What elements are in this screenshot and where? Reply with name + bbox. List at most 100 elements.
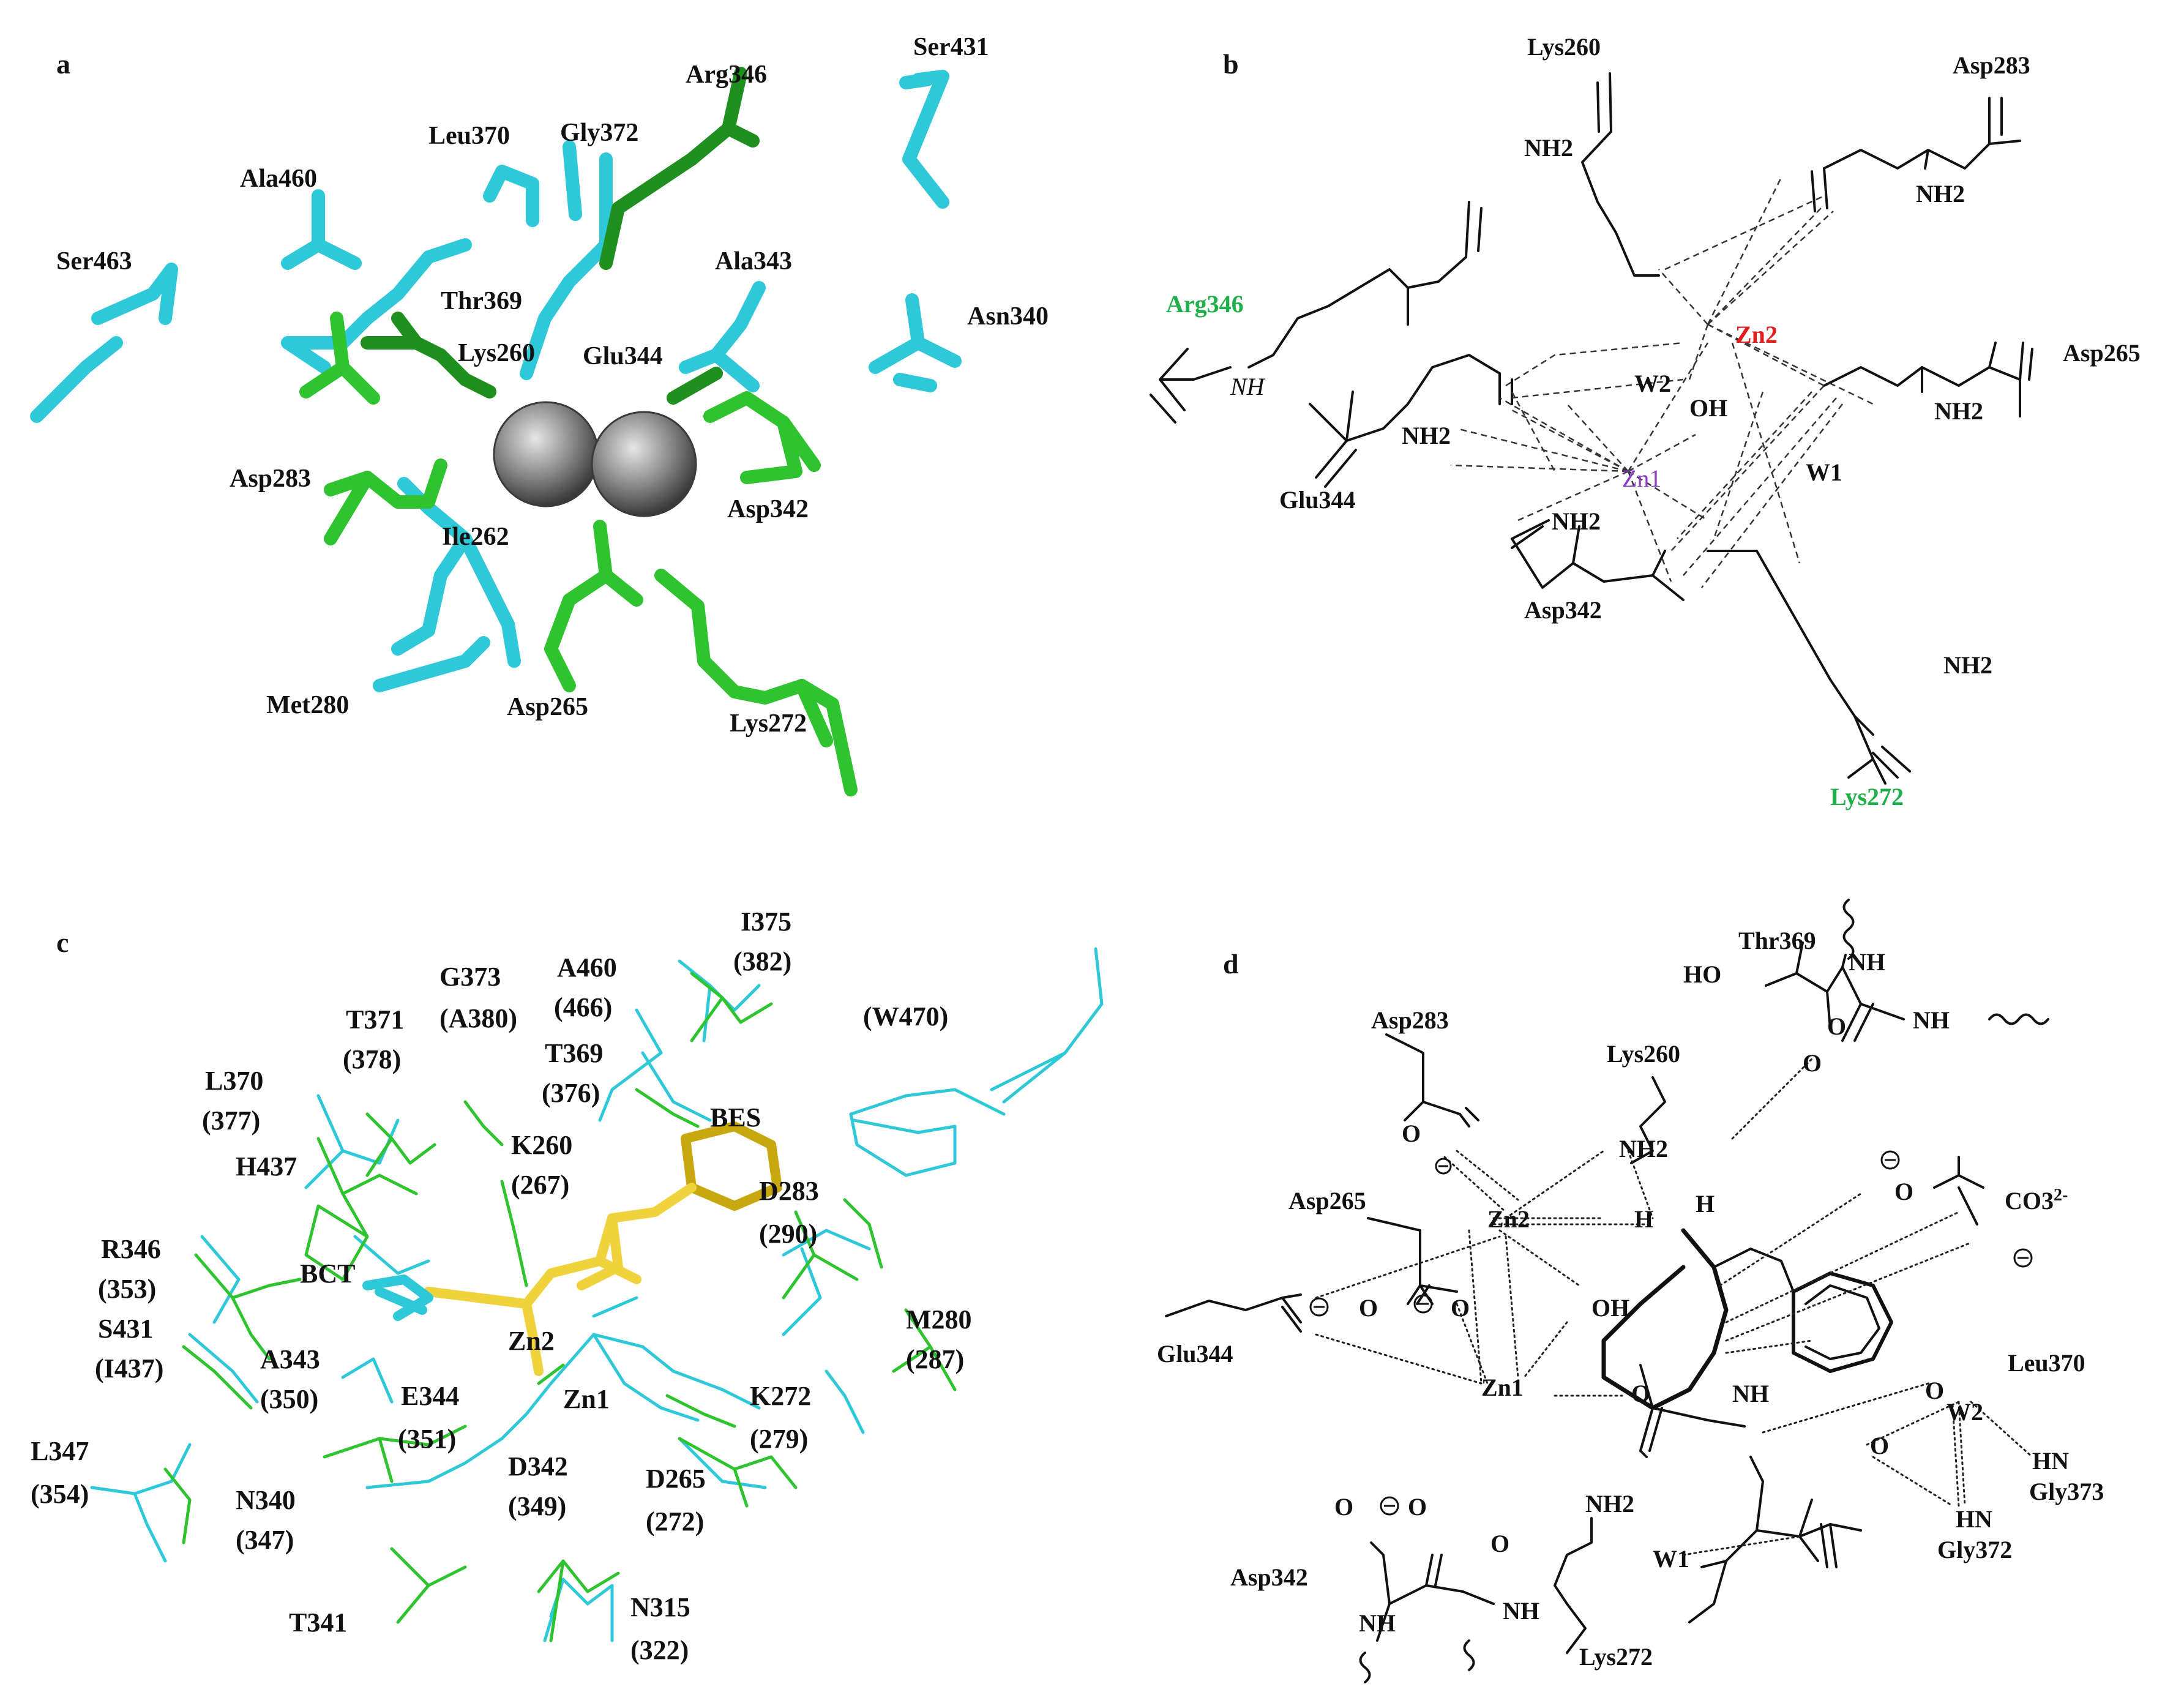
label-c-d283: D283 <box>759 1176 819 1206</box>
label-d-ho: HO <box>1683 960 1721 988</box>
label-d-lys272-nh2: NH2 <box>1585 1490 1634 1518</box>
label-c-d342: D342 <box>508 1451 568 1481</box>
label-ala343: Ala343 <box>715 247 792 275</box>
panel-a: a <box>30 33 1049 796</box>
label-c-t371: T371 <box>346 1005 404 1035</box>
label-thr369: Thr369 <box>441 287 522 315</box>
label-c-bes: BES <box>710 1102 761 1132</box>
charge-minus-2 <box>1880 1150 1900 1170</box>
label-b-asp283: Asp283 <box>1953 51 2030 79</box>
label-d-asp265-o1: O <box>1359 1294 1378 1322</box>
label-b-lys272-nh2: NH2 <box>1943 651 1992 679</box>
label-c-d265: D265 <box>646 1464 706 1494</box>
label-c-376: (376) <box>542 1078 600 1108</box>
panel-b-skeleton <box>1150 72 2033 785</box>
zinc-sphere-2 <box>591 411 697 517</box>
panel-a-zinc-spheres <box>493 401 697 517</box>
label-d-carb-o: O <box>1894 1178 1913 1205</box>
label-leu370: Leu370 <box>428 122 510 150</box>
label-ser431: Ser431 <box>913 33 989 61</box>
panel-d-skeleton <box>1165 941 1984 1654</box>
label-c-t341: T341 <box>289 1608 347 1638</box>
label-b-w2: W2 <box>1634 370 1671 397</box>
panel-d-interactions <box>1315 1058 2033 1556</box>
svg-text:NH2: NH2 <box>1524 134 1573 162</box>
label-d-gly372: Gly372 <box>1937 1536 2012 1563</box>
panel-c-ligand <box>424 1121 782 1376</box>
label-b-glu344-nh2: NH2 <box>1402 422 1451 449</box>
label-d-carbonate: CO32- <box>2005 1186 2068 1215</box>
label-asp265: Asp265 <box>507 693 588 721</box>
label-c-zn2: Zn2 <box>508 1326 555 1356</box>
label-d-asp342: Asp342 <box>1230 1563 1308 1591</box>
charge-minus-5 <box>1309 1297 1329 1317</box>
svg-text:NH2: NH2 <box>1916 180 1965 208</box>
label-asp342: Asp342 <box>727 495 809 523</box>
label-d-glu344: Glu344 <box>1157 1340 1233 1368</box>
label-asn340: Asn340 <box>967 302 1049 331</box>
label-d-zn1: Zn1 <box>1481 1374 1524 1401</box>
label-c-347: (347) <box>236 1525 294 1555</box>
label-lys260: Lys260 <box>458 339 535 367</box>
panel-c-labels: I375 (382) G373 (A380) A460 (466) T371 (… <box>31 907 972 1665</box>
label-c-k272: K272 <box>750 1381 811 1411</box>
label-glu344: Glu344 <box>583 342 663 370</box>
label-d-asp283-o1: O <box>1402 1120 1421 1147</box>
panel-c-cyan-lines <box>90 947 1104 1642</box>
label-c-382: (382) <box>733 946 791 976</box>
label-c-272: (272) <box>646 1506 704 1536</box>
panel-a-green-sticks <box>299 312 858 796</box>
label-c-279: (279) <box>750 1424 808 1454</box>
label-d-gly372-hn: HN <box>1956 1505 1992 1533</box>
panel-a-cyan-sticks <box>30 70 962 692</box>
panel-b-letter: b <box>1223 48 1239 80</box>
panel-a-dark-green-sticks <box>361 67 760 405</box>
label-c-a460: A460 <box>557 953 617 982</box>
panel-a-letter: a <box>56 48 70 80</box>
panel-b-interactions <box>1450 177 1874 588</box>
label-d-h1: H <box>1634 1205 1653 1233</box>
label-c-466: (466) <box>554 992 612 1022</box>
label-d-asp342-o1: O <box>1334 1493 1353 1521</box>
label-d-backbone-nh: NH <box>1732 1380 1769 1407</box>
zinc-sphere-1 <box>493 401 599 507</box>
label-c-n340: N340 <box>236 1485 296 1515</box>
label-d-thr-nh: NH <box>1849 948 1885 976</box>
label-c-l370: L370 <box>205 1066 263 1096</box>
label-c-zn1: Zn1 <box>563 1384 610 1414</box>
label-d-leu-o: O <box>1870 1432 1889 1459</box>
label-b-lys260: Lys260 <box>1527 33 1601 61</box>
panel-c-bct <box>362 1274 433 1321</box>
label-arg346: Arg346 <box>686 61 767 89</box>
label-c-w470: (W470) <box>863 1001 948 1031</box>
label-c-353: (353) <box>98 1274 156 1304</box>
label-asp283: Asp283 <box>230 465 311 493</box>
label-c-h437: H437 <box>236 1151 297 1181</box>
label-c-t369: T369 <box>545 1038 603 1068</box>
svg-text:NH2: NH2 <box>1552 507 1601 535</box>
label-d-asp265: Asp265 <box>1288 1187 1366 1215</box>
label-b-asp265: Asp265 <box>2063 339 2141 367</box>
label-met280: Met280 <box>266 691 349 719</box>
label-c-g373: G373 <box>439 962 501 992</box>
label-d-lys260-nh2: NH2 <box>1619 1135 1668 1162</box>
label-d-lys260: Lys260 <box>1607 1040 1680 1068</box>
label-c-290: (290) <box>759 1219 817 1249</box>
label-b-zn1: Zn1 <box>1622 465 1661 492</box>
label-d-oh: OH <box>1591 1294 1629 1322</box>
label-c-378: (378) <box>343 1044 401 1074</box>
label-d-leu370: Leu370 <box>2008 1349 2085 1377</box>
panel-c-green-lines <box>163 971 957 1642</box>
label-c-a380: (A380) <box>439 1003 517 1033</box>
label-c-351: (351) <box>398 1424 456 1454</box>
label-lys272: Lys272 <box>730 709 807 738</box>
charge-minus-1 <box>1435 1158 1452 1175</box>
label-ala460: Ala460 <box>240 165 317 193</box>
svg-text:NH2: NH2 <box>1934 397 1983 425</box>
label-b-asp342: Asp342 <box>1524 596 1602 624</box>
label-c-i375: I375 <box>741 907 791 937</box>
label-d-thr-o: O <box>1803 1049 1822 1077</box>
label-b-arg346: Arg346 <box>1166 290 1244 318</box>
label-c-n315: N315 <box>630 1592 690 1622</box>
